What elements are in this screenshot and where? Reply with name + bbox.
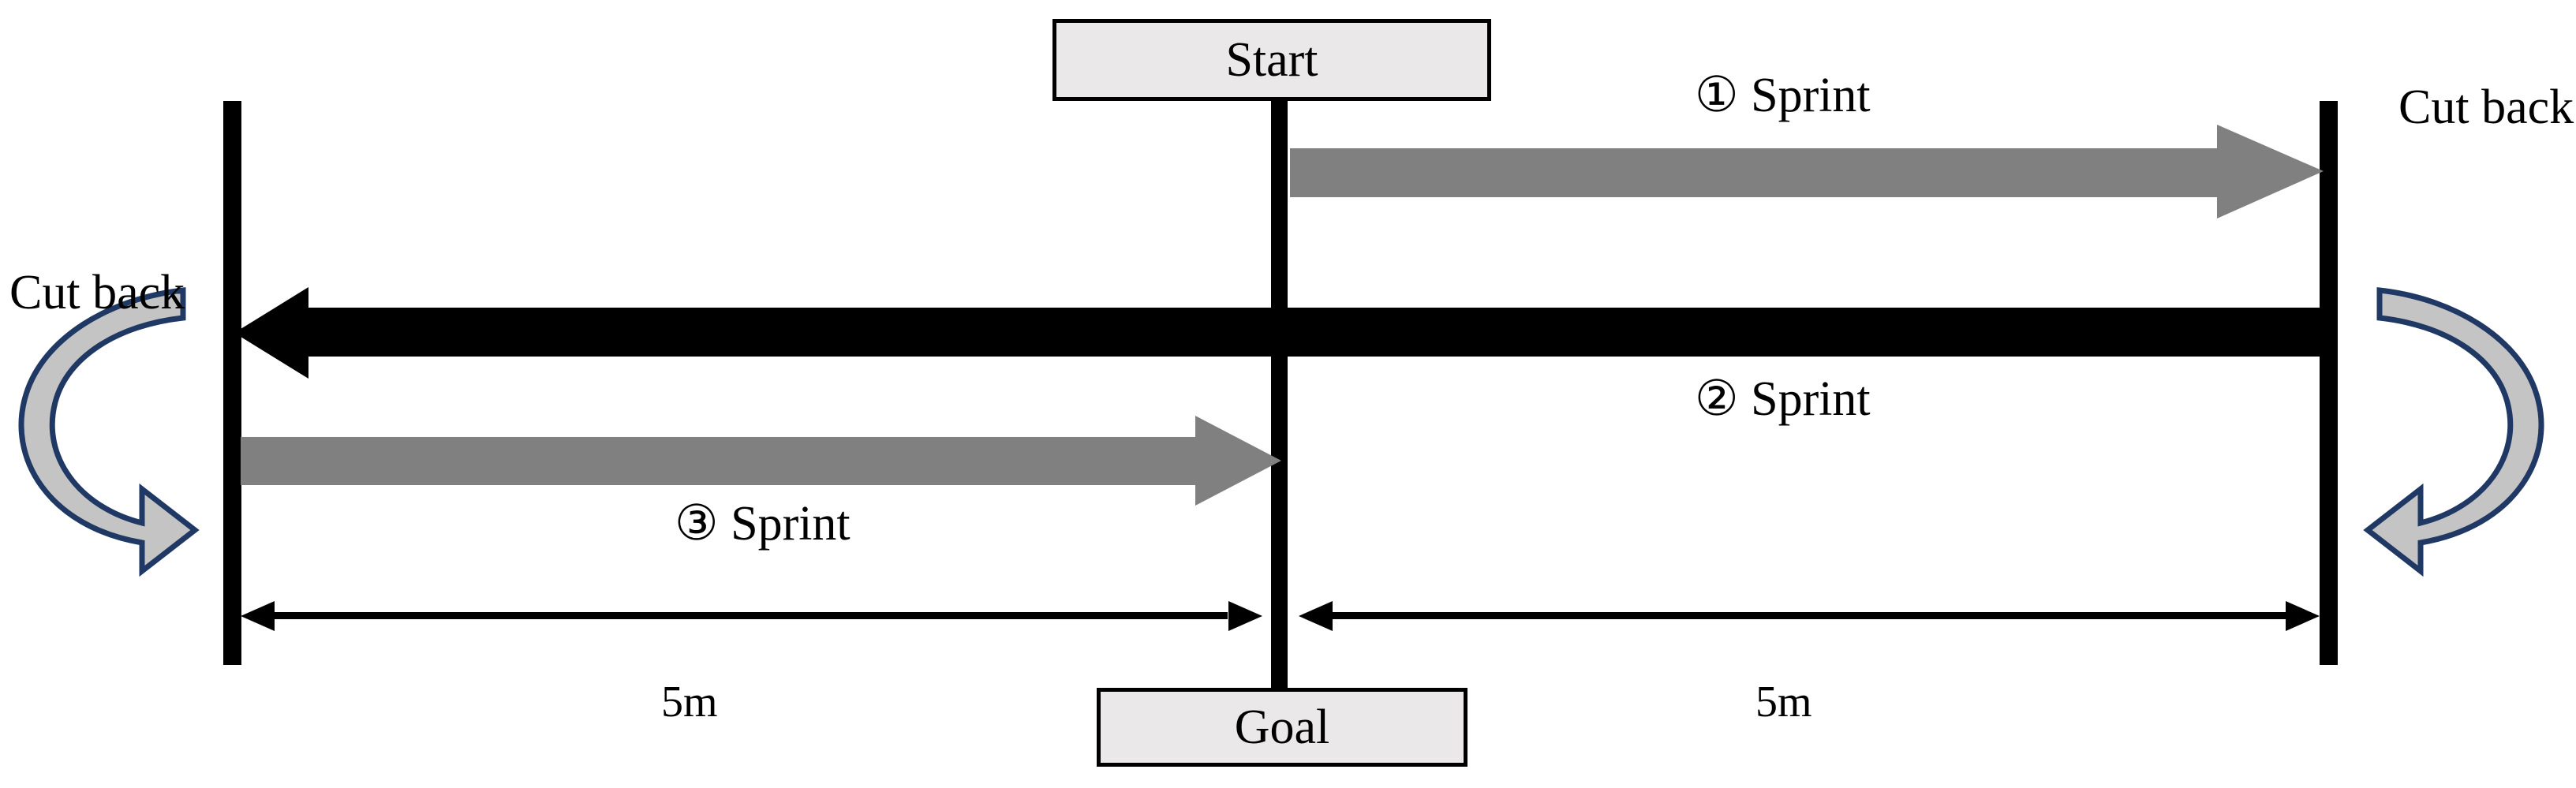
post-center [1271, 101, 1288, 688]
dimension-right-label: 5m [1755, 678, 1812, 726]
post-left [223, 101, 241, 665]
dimension-line-left [241, 601, 1262, 631]
sprint-2-label: ② Sprint [1695, 372, 1871, 426]
start-marker-box: Start [1052, 19, 1491, 101]
cut-back-left-arrow [18, 287, 200, 577]
goal-marker-box: Goal [1097, 688, 1467, 767]
sprint-1-label: ① Sprint [1695, 69, 1871, 122]
sprint-2-arrow [234, 287, 2337, 379]
sprint-3-arrow [241, 416, 1281, 506]
dimension-left-label: 5m [661, 678, 718, 726]
start-label: Start [1225, 32, 1318, 87]
cut-back-left-label: Cut back [9, 266, 185, 319]
cut-back-right-label: Cut back [2398, 80, 2574, 134]
goal-label: Goal [1234, 700, 1330, 754]
sprint-3-label: ③ Sprint [675, 497, 851, 551]
sprint-1-arrow [1290, 125, 2324, 218]
post-right [2320, 101, 2338, 665]
cut-back-right-arrow [2363, 287, 2544, 577]
dimension-line-right [1299, 601, 2320, 631]
